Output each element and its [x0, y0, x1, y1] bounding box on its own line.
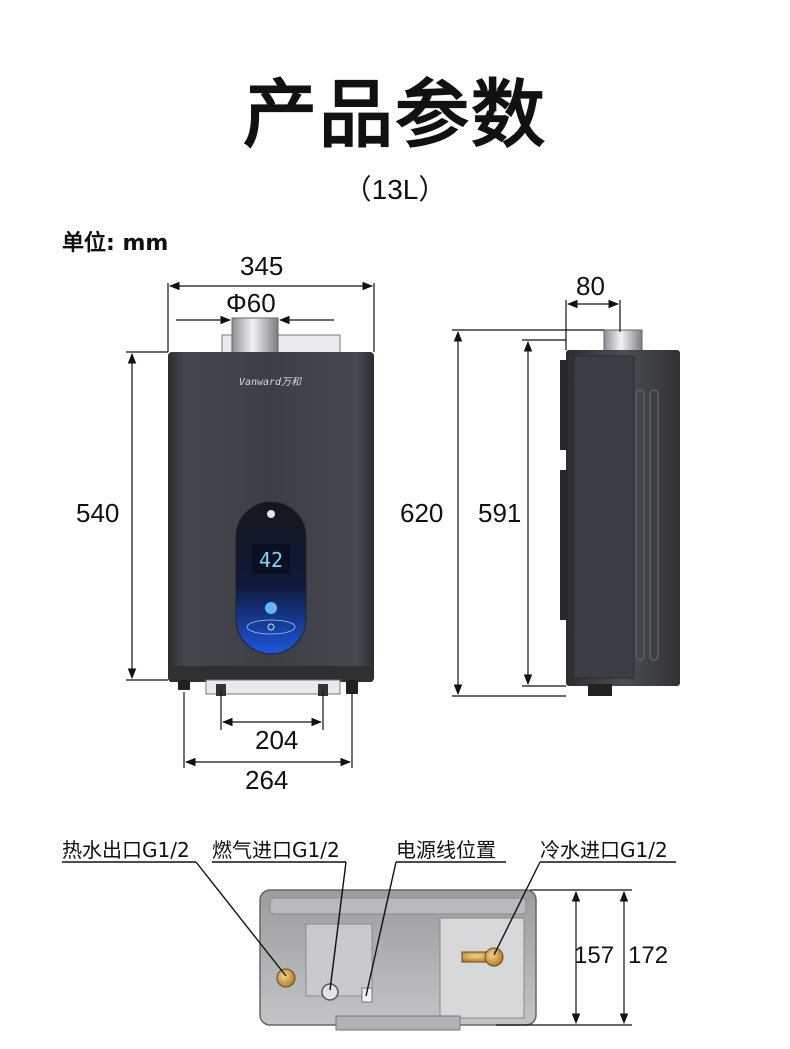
power-icon[interactable]	[267, 623, 275, 631]
power-cord-icon	[361, 987, 373, 1003]
side-rib-1	[635, 389, 645, 661]
fitting-b	[318, 684, 328, 696]
dim-offset-inner: 157	[574, 942, 615, 969]
flue-pipe	[231, 317, 279, 355]
cold-water-inlet-icon	[484, 947, 504, 967]
label-cold-water-inlet: 冷水进口G1/2	[540, 838, 668, 862]
front-dimensions	[126, 281, 375, 768]
page-subtitle: （13L）	[343, 174, 447, 205]
front-view: Vanward万和 42	[168, 317, 374, 696]
touch-ring	[246, 619, 296, 635]
dim-pipe-span-outer: 264	[245, 765, 289, 795]
cold-water-plate	[439, 917, 525, 1019]
side-flue-pipe	[603, 329, 643, 353]
gas-plate	[305, 923, 373, 997]
label-power-cord: 电源线位置	[396, 838, 496, 862]
brand-logo: Vanward万和	[239, 376, 302, 388]
body-bottom-band	[170, 666, 372, 682]
unit-label: 单位: mm	[62, 231, 169, 256]
wall-mount-bottom	[560, 470, 568, 620]
display-screen	[252, 544, 290, 574]
hot-water-outlet-icon	[276, 968, 296, 988]
page-title: 产品参数	[243, 72, 547, 158]
bottom-bracket	[205, 679, 341, 695]
wall-mount-top	[560, 360, 568, 450]
bottom-leader-lines	[62, 861, 676, 997]
fitting-a	[216, 684, 226, 696]
water-drop-icon	[265, 602, 277, 614]
dim-depth-top: 80	[576, 271, 605, 301]
gas-inlet-icon	[321, 983, 339, 1001]
side-fitting	[588, 684, 612, 696]
dim-width: 345	[240, 251, 284, 281]
bottom-bar	[335, 1015, 461, 1031]
label-hot-water-outlet: 热水出口G1/2	[62, 838, 190, 862]
panel-logo-icon	[267, 510, 275, 518]
bottom-dimensions	[496, 889, 632, 1026]
side-rib-2	[649, 389, 659, 661]
bottom-view	[259, 889, 537, 1031]
display-temperature: 42	[259, 548, 283, 572]
side-view	[560, 329, 680, 696]
dim-total-height: 620	[400, 498, 444, 528]
label-gas-inlet: 燃气进口G1/2	[212, 838, 340, 862]
fitting-right	[346, 680, 358, 694]
dim-body-height: 591	[478, 498, 522, 528]
dim-flue-diameter: Φ60	[226, 288, 276, 318]
control-panel	[235, 501, 307, 655]
bottom-rim	[269, 897, 527, 915]
dim-height: 540	[76, 498, 120, 528]
side-dimensions	[452, 299, 621, 697]
side-panel	[573, 355, 635, 679]
foot-left	[178, 680, 190, 690]
dim-pipe-span-inner: 204	[255, 725, 299, 755]
dim-offset-outer: 172	[628, 942, 669, 969]
